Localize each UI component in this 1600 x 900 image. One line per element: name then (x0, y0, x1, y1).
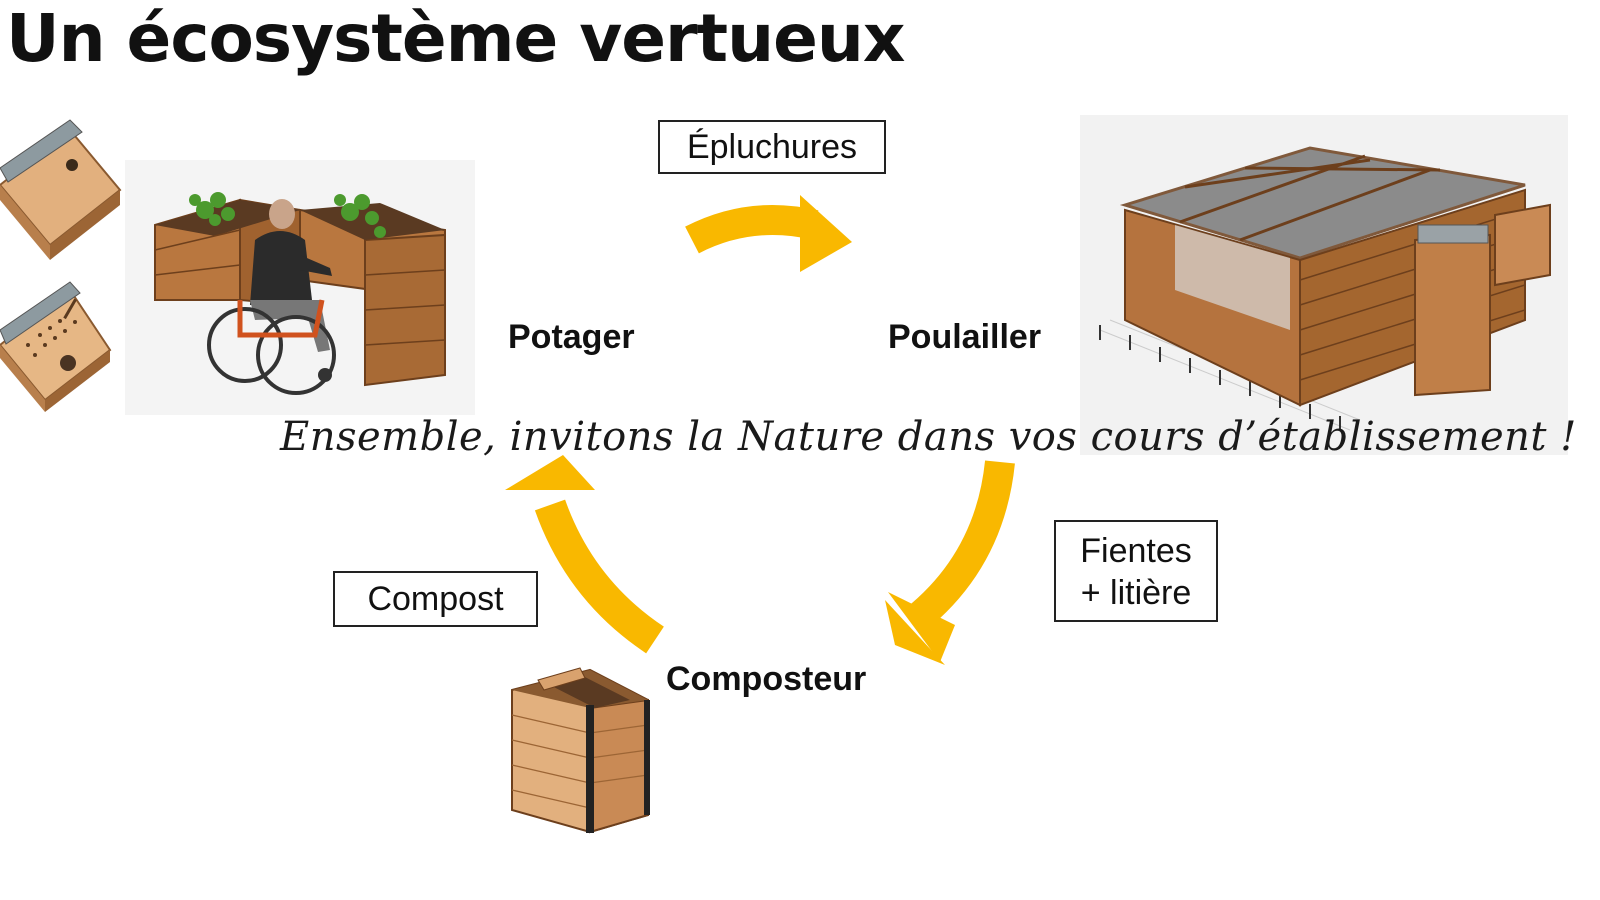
compost-bin-illustration (511, 667, 650, 834)
arrow-composteur-to-potager (505, 455, 665, 654)
compost-label: Compost (333, 571, 538, 627)
birdhouse-illustration (0, 119, 122, 260)
slide-title: Un écosystème vertueux (6, 0, 905, 77)
chicken-coop-illustration (1080, 115, 1568, 455)
potager-label: Potager (508, 318, 635, 356)
fientes-litiere-label: Fientes + litière (1054, 520, 1218, 622)
slogan: Ensemble, invitons la Nature dans vos co… (280, 414, 1577, 460)
litiere-line: + litière (1080, 574, 1192, 612)
garden-bed-illustration (125, 160, 475, 415)
poulailler-label: Poulailler (888, 318, 1042, 356)
arrow-poulailler-to-composteur (885, 460, 1015, 665)
epluchures-label: Épluchures (658, 120, 886, 174)
fientes-line: Fientes (1080, 532, 1192, 570)
composteur-label: Composteur (666, 660, 867, 698)
arrow-potager-to-poulailler (685, 195, 852, 272)
insect-hotel-illustration (0, 281, 112, 412)
